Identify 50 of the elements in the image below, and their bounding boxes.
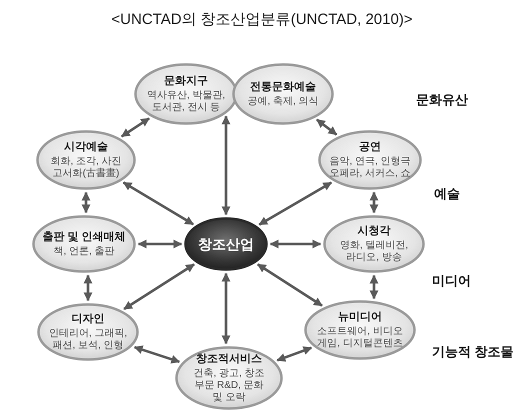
example-list: 영화, 텔레비전, 라디오, 방송 bbox=[339, 240, 409, 264]
category-title: 전통문화예술 bbox=[250, 80, 316, 94]
category-title: 디자인 bbox=[72, 312, 104, 326]
category-ellipse bbox=[318, 130, 422, 190]
example-list: 공예, 축제, 의식 bbox=[246, 96, 320, 108]
category-ellipse bbox=[304, 300, 416, 360]
category-title: 문화지구 bbox=[164, 74, 208, 88]
category-ellipse bbox=[175, 346, 283, 410]
category-title: 시각예술 bbox=[64, 140, 108, 154]
category-label: 미디어 bbox=[432, 273, 471, 289]
double-arrow bbox=[222, 272, 230, 344]
center-ellipse bbox=[184, 217, 268, 271]
category-title: 출판 및 인쇄매체 bbox=[42, 230, 126, 244]
example-list: 역사유산, 박물관, 도서관, 전시 등 bbox=[146, 90, 226, 114]
double-arrow bbox=[82, 192, 90, 214]
double-arrow bbox=[257, 263, 323, 307]
category-ellipse bbox=[32, 215, 136, 273]
double-arrow bbox=[134, 345, 180, 364]
double-arrow bbox=[370, 274, 378, 300]
category-label: 문화유산 bbox=[416, 92, 468, 108]
category-label: 예술 bbox=[434, 186, 460, 202]
category-title: 공연 bbox=[359, 140, 381, 154]
double-arrow bbox=[138, 240, 182, 248]
category-title: 시청각 bbox=[358, 224, 390, 238]
double-arrow bbox=[258, 181, 332, 226]
double-arrow bbox=[276, 346, 312, 362]
example-list: 소프트웨어, 비디오 게임, 디지털콘텐츠 bbox=[316, 326, 404, 350]
center-label: 창조산업 bbox=[198, 236, 254, 252]
double-arrow bbox=[84, 274, 92, 302]
double-arrow bbox=[123, 263, 195, 310]
category-title: 창조적서비스 bbox=[196, 352, 262, 366]
double-arrow bbox=[120, 117, 150, 138]
double-arrow bbox=[270, 240, 322, 248]
double-arrow bbox=[370, 192, 378, 214]
diagram-title: <UNCTAD의 창조산업분류(UNCTAD, 2010)> bbox=[111, 10, 413, 29]
category-label: 기능적 창조물 bbox=[432, 344, 514, 360]
category-ellipse bbox=[134, 63, 238, 125]
example-list: 음악, 연극, 인형극 오페라, 서커스, 쇼 bbox=[328, 156, 412, 180]
double-arrow bbox=[122, 181, 194, 226]
category-ellipse bbox=[36, 130, 136, 190]
category-title: 뉴미디어 bbox=[338, 310, 382, 324]
category-ellipse bbox=[232, 63, 334, 125]
double-arrow bbox=[316, 118, 338, 136]
example-list: 인테리어, 그래픽, 패션, 보석, 인형 bbox=[48, 328, 128, 352]
example-list: 건축, 광고, 창조 부문 R&D, 문화 및 오락 bbox=[192, 368, 266, 404]
example-list: 회화, 조각, 사진 고서화(古書畫) bbox=[50, 156, 122, 180]
example-list: 책, 언론, 출판 bbox=[52, 246, 116, 258]
double-arrow bbox=[222, 115, 230, 216]
category-ellipse bbox=[323, 215, 425, 273]
category-ellipse bbox=[37, 303, 139, 361]
